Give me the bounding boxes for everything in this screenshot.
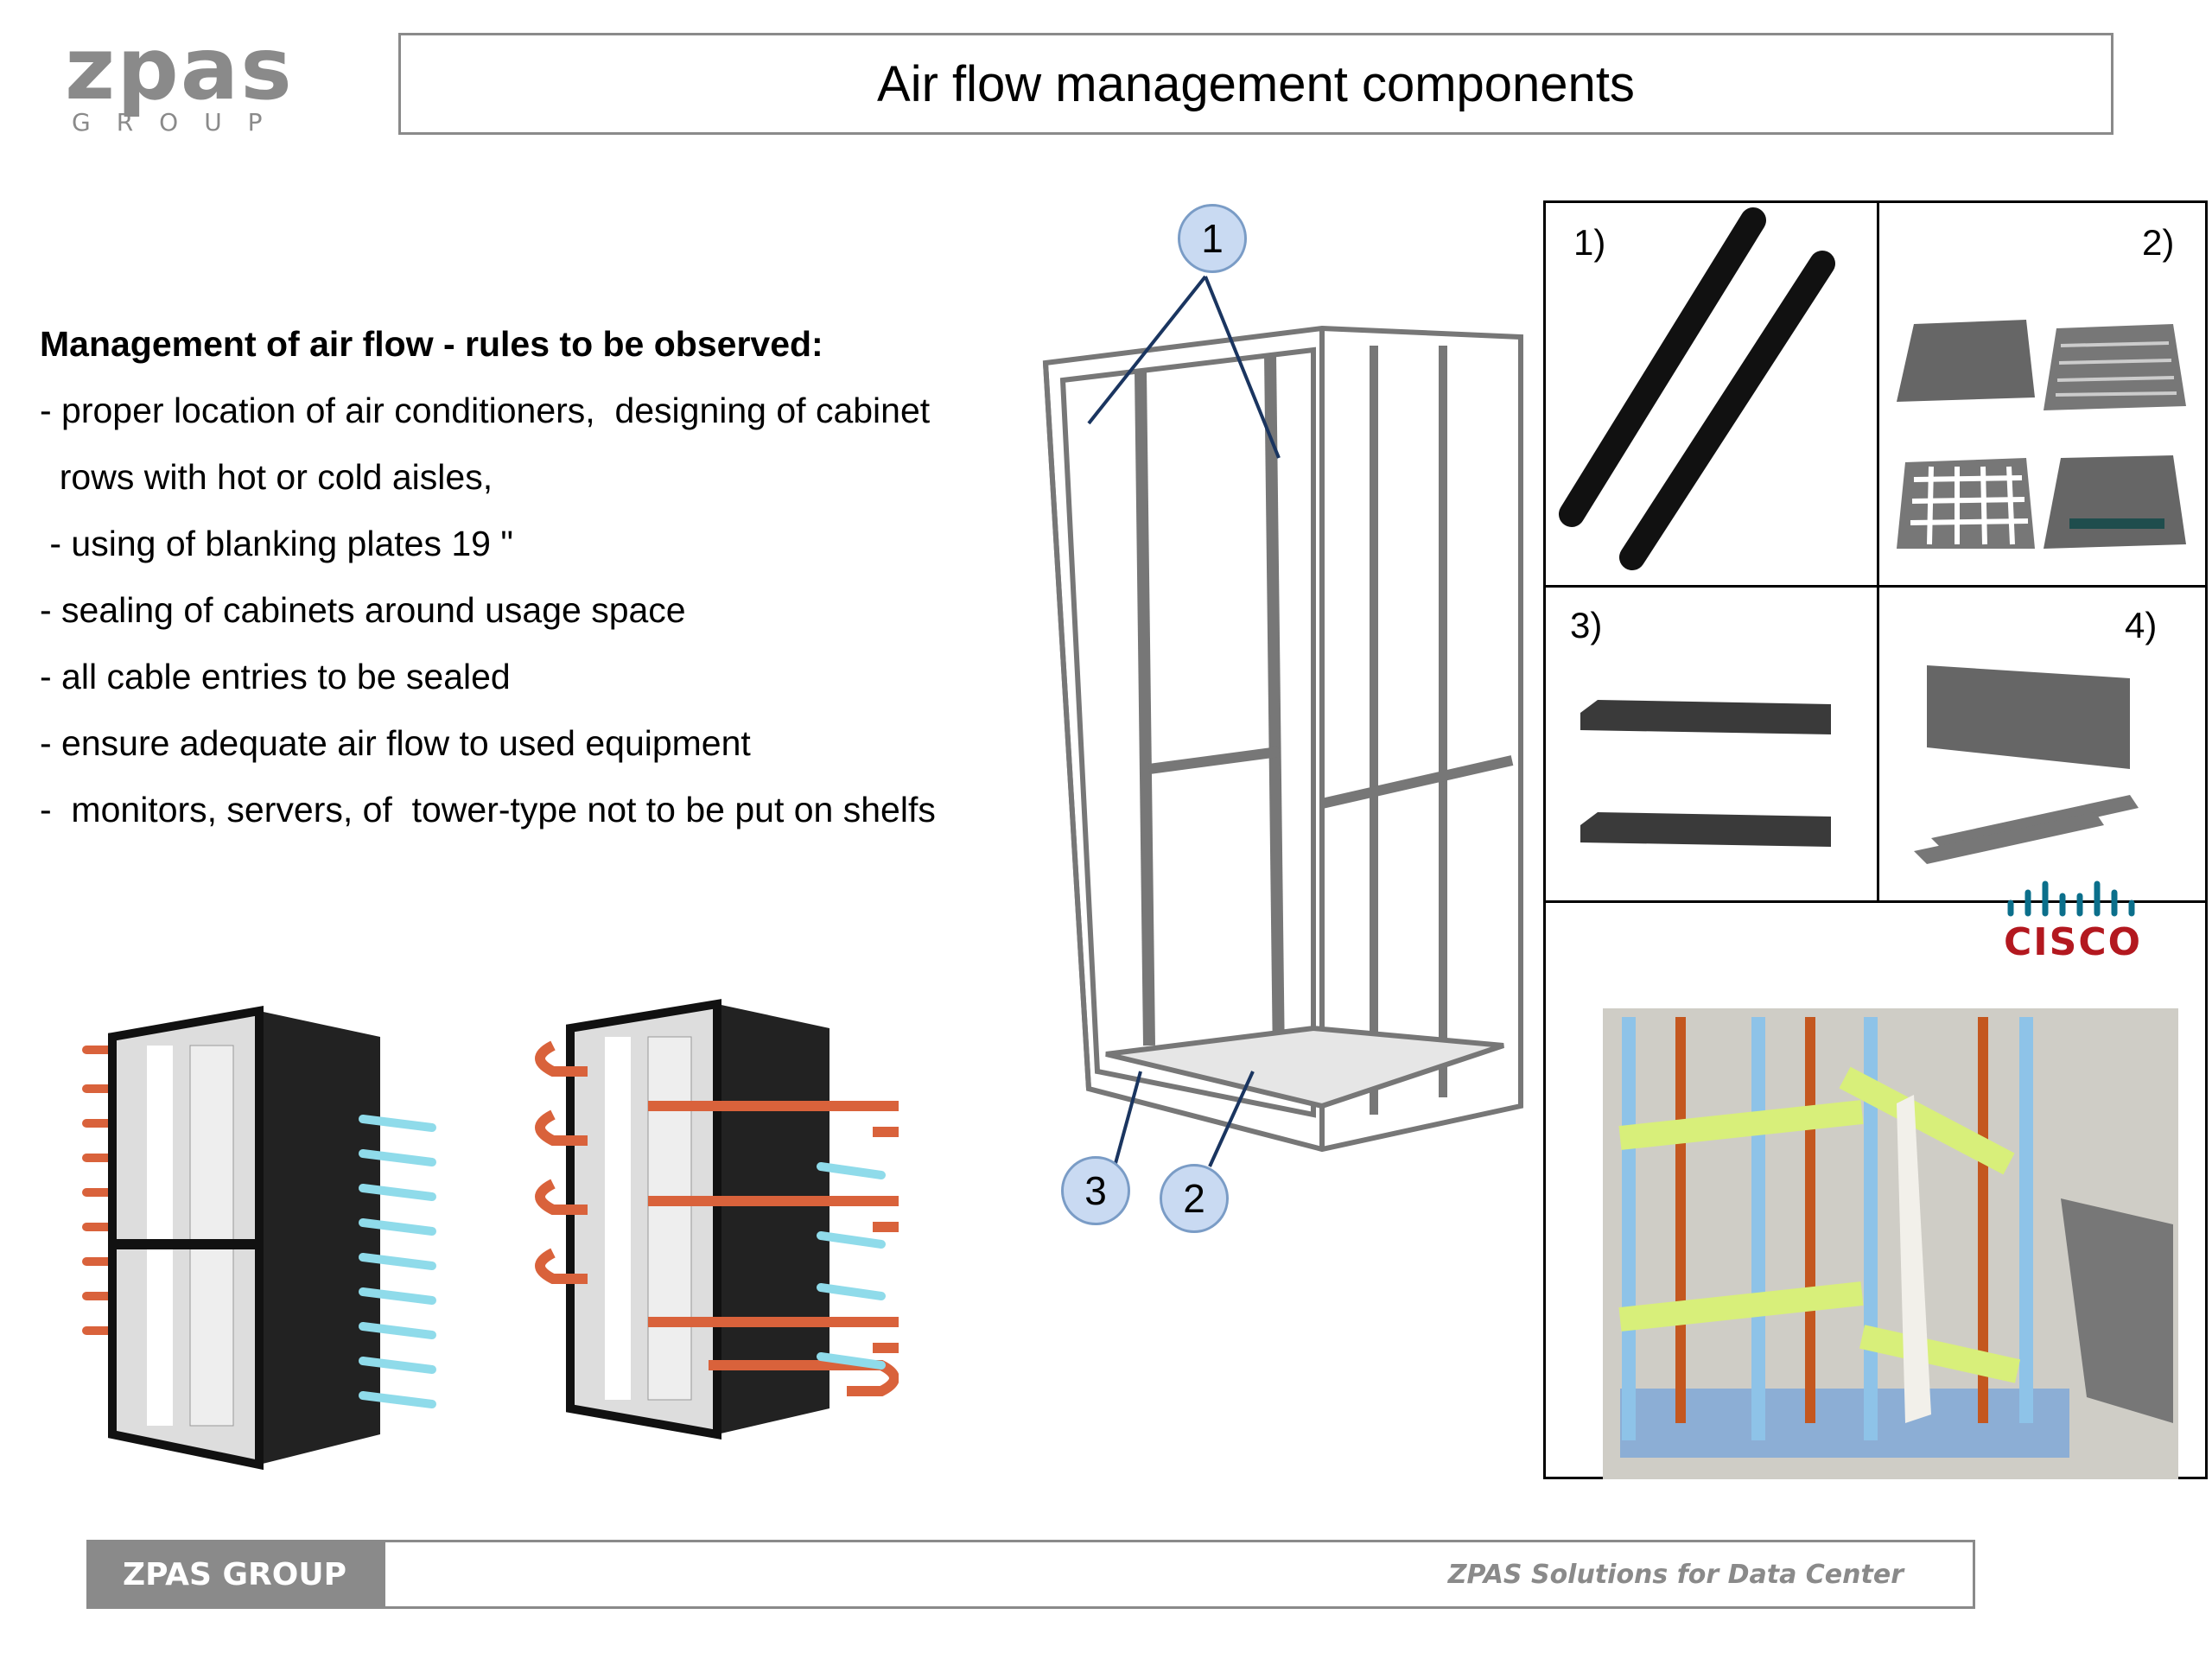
logo-wordmark: zpas [65, 18, 294, 119]
airflow-rack-illustrations [82, 999, 899, 1471]
callout-3: 3 [1061, 1156, 1130, 1225]
rule-line: - proper location of air conditioners, d… [40, 391, 931, 430]
component-label-4: 4) [2125, 605, 2158, 645]
component-label-2: 2) [2142, 222, 2175, 263]
callout-2: 2 [1160, 1164, 1229, 1233]
rules-heading: Management of air flow - rules to be obs… [40, 324, 823, 364]
footer-brand-label: ZPAS GROUP [123, 1556, 346, 1592]
footer-tagline-box: ZPAS Solutions for Data Center [383, 1540, 1975, 1609]
rules-section: Management of air flow - rules to be obs… [40, 311, 1025, 843]
grid-divider [1546, 585, 2205, 588]
company-logo: zpas GROUP [65, 18, 341, 143]
component-label-3: 3) [1570, 605, 1603, 645]
rule-line: - sealing of cabinets around usage space [40, 590, 686, 630]
callout-1: 1 [1178, 204, 1247, 273]
rule-line: rows with hot or cold aisles, [40, 457, 493, 497]
rack-straight-airflow [82, 1006, 436, 1471]
panel-tiles-image [1897, 320, 2186, 549]
rule-line: - monitors, servers, of tower-type not t… [40, 790, 936, 830]
grid-divider [1546, 900, 2205, 903]
rack-frame-drawing [1042, 275, 1523, 1167]
side-panel-image [1914, 665, 2139, 864]
cisco-bars-icon [2007, 880, 2135, 917]
rule-line: - all cable entries to be sealed [40, 657, 511, 696]
rack-looping-airflow [535, 999, 899, 1440]
cisco-airflow-render [1603, 1008, 2178, 1479]
cisco-logo: CISCO [2004, 920, 2143, 964]
brush-rail-image [1580, 700, 1831, 847]
rule-line: - ensure adequate air flow to used equip… [40, 723, 751, 763]
component-label-1: 1) [1573, 222, 1606, 263]
logo-subtitle: GROUP [72, 108, 289, 137]
brush-strip-image [1559, 207, 1835, 570]
grid-divider [1877, 203, 1879, 903]
title-box: Air flow management components [398, 33, 2113, 135]
components-grid: 1) 2) 3) 4) CISCO [1543, 200, 2208, 1479]
page-title: Air flow management components [877, 55, 1635, 112]
footer-brand: ZPAS GROUP [86, 1540, 383, 1609]
rule-line: - using of blanking plates 19 " [40, 524, 513, 563]
footer-tagline: ZPAS Solutions for Data Center [1447, 1559, 1904, 1590]
